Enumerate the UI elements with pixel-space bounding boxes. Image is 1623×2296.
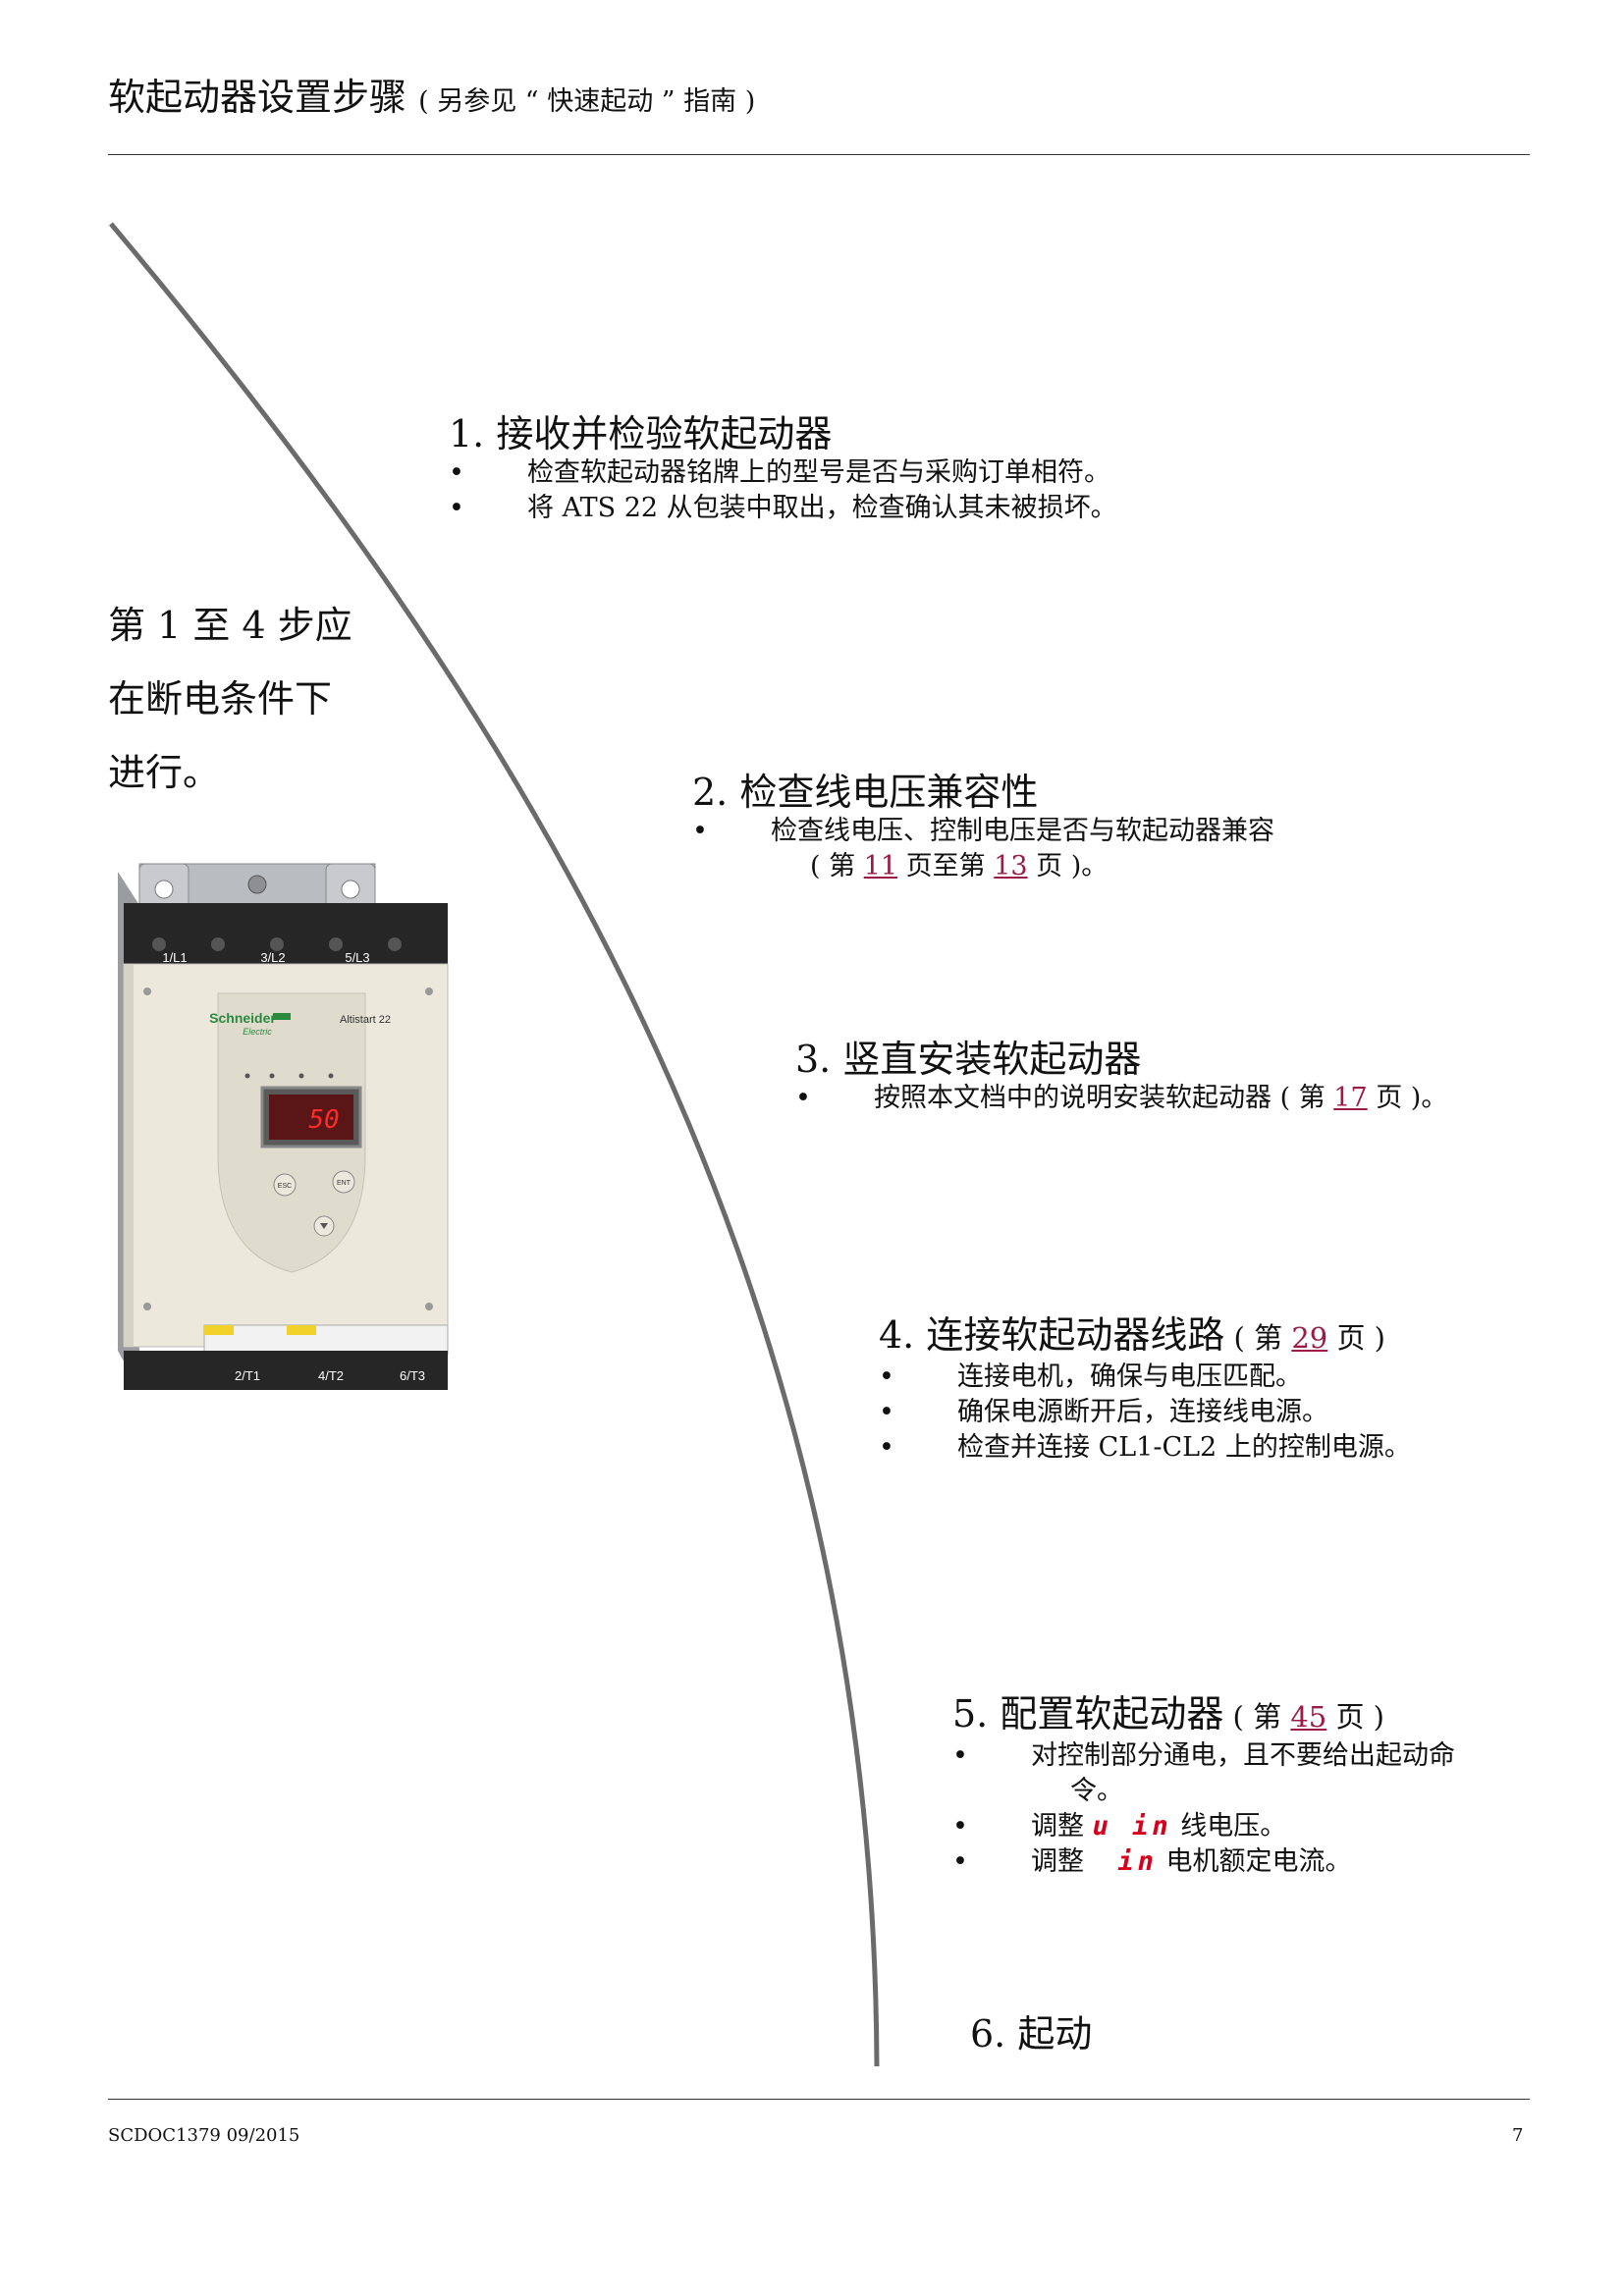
list-item: •对控制部分通电，且不要给出起动命 令。: [952, 1740, 1455, 1806]
list-item: •检查软起动器铭牌上的型号是否与采购订单相符。: [449, 457, 1110, 488]
list-item: •调整 u in 线电压。: [952, 1811, 1287, 1842]
terminal-label: 1/L1: [162, 950, 187, 965]
step-1: 1. 接收并检验软起动器 •检查软起动器铭牌上的型号是否与采购订单相符。 •将 …: [449, 412, 1117, 526]
terminal-label: 3/L2: [260, 950, 285, 965]
page-title-text: 软起动器设置步骤: [108, 76, 407, 119]
brand-logo-sub: Electric: [243, 1027, 272, 1037]
footer-divider: [108, 2099, 1530, 2100]
page-link-11[interactable]: 11: [863, 851, 898, 881]
header-divider: [108, 154, 1530, 155]
step-5: 5. 配置软起动器 ( 第 45 页 ) •对控制部分通电，且不要给出起动命 令…: [952, 1692, 1455, 1880]
list-item: •将 ATS 22 从包装中取出，检查确认其未被损坏。: [449, 493, 1117, 523]
list-item: •确保电源断开后，连接线电源。: [879, 1397, 1328, 1427]
page-subtitle: ( 另参见 “ 快速起动 ” 指南 ): [418, 86, 756, 117]
note-line: 第 1 至 4 步应: [108, 604, 352, 647]
page-link-13[interactable]: 13: [994, 851, 1028, 881]
step-3-title: 3. 竖直安装软起动器: [795, 1038, 1142, 1081]
in-parameter-code: in: [1117, 1846, 1158, 1877]
list-item: •检查并连接 CL1-CL2 上的控制电源。: [879, 1432, 1411, 1463]
page-number: 7: [1512, 2125, 1524, 2146]
terminal-label: 6/T3: [400, 1368, 425, 1383]
power-off-note: 第 1 至 4 步应 在断电条件下 进行。: [108, 589, 352, 810]
step-2-title: 2. 检查线电压兼容性: [692, 771, 1039, 814]
step-2: 2. 检查线电压兼容性 •检查线电压、控制电压是否与软起动器兼容 ( 第 11 …: [692, 771, 1274, 884]
step-1-title: 1. 接收并检验软起动器: [449, 412, 833, 455]
list-item: •按照本文档中的说明安装软起动器 ( 第 17 页 )。: [795, 1083, 1448, 1113]
doc-id: SCDOC1379 09/2015: [108, 2125, 300, 2146]
terminal-label: 2/T1: [235, 1368, 260, 1383]
brand-logo: Schneider: [209, 1010, 276, 1026]
list-item: •连接电机，确保与电压匹配。: [879, 1362, 1302, 1392]
step-6: 6. 起动: [970, 2012, 1092, 2056]
step-3: 3. 竖直安装软起动器 •按照本文档中的说明安装软起动器 ( 第 17 页 )。: [795, 1038, 1447, 1116]
uin-parameter-code: u in: [1092, 1811, 1172, 1842]
esc-button-label: ESC: [278, 1183, 292, 1190]
terminal-label: 5/L3: [345, 950, 369, 965]
page-title: 软起动器设置步骤 ( 另参见 “ 快速起动 ” 指南 ): [108, 67, 755, 121]
list-item: •检查线电压、控制电压是否与软起动器兼容 ( 第 11 页至第 13 页 )。: [692, 816, 1274, 881]
step-4: 4. 连接软起动器线路 ( 第 29 页 ) •连接电机，确保与电压匹配。 •确…: [879, 1313, 1411, 1466]
soft-starter-image: 1/L1 3/L2 5/L3 Schneider Electric Altist…: [118, 863, 449, 1390]
step-5-title: 5. 配置软起动器: [952, 1692, 1224, 1735]
ent-button-label: ENT: [337, 1180, 352, 1187]
page-link-45[interactable]: 45: [1290, 1700, 1327, 1734]
page-link-29[interactable]: 29: [1291, 1321, 1328, 1355]
page-link-17[interactable]: 17: [1333, 1083, 1368, 1113]
note-line: 进行。: [108, 751, 221, 794]
led-display: 50: [308, 1105, 339, 1135]
model-label: Altistart 22: [340, 1014, 391, 1026]
step-6-title: 6. 起动: [970, 2012, 1093, 2056]
step-4-title: 4. 连接软起动器线路: [879, 1313, 1225, 1357]
terminal-label: 4/T2: [318, 1368, 344, 1383]
note-line: 在断电条件下: [108, 677, 333, 721]
list-item: •调整 in 电机额定电流。: [952, 1846, 1352, 1877]
down-arrow-icon: [320, 1223, 328, 1229]
